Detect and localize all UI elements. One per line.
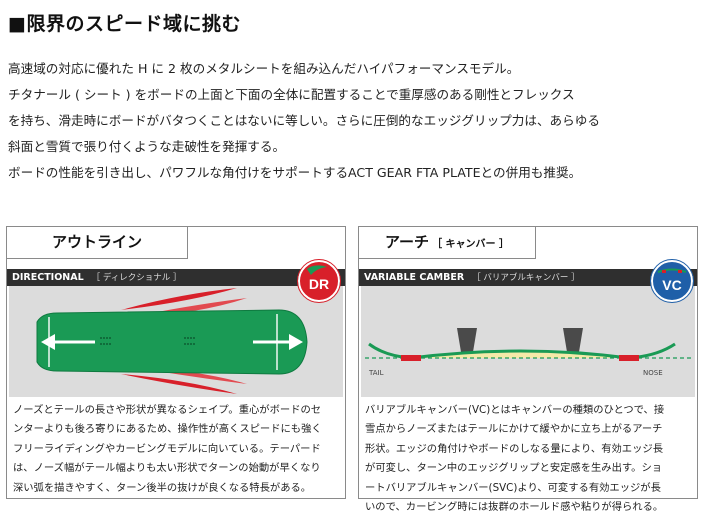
arch-tab: アーチ［ キャンバー ］ <box>358 226 536 259</box>
desc-line: 深い弧を描きやすく、ターン後半の抜けが良くなる特長がある。 <box>13 481 312 494</box>
badge-label: DR <box>309 276 329 292</box>
camber-profile-svg: TAIL NOSE <box>365 328 691 377</box>
outline-type-jp: ［ ディレクショナル ］ <box>91 273 182 283</box>
intro-line: を持ち、滑走時にボードがバタつくことはないに等しい。さらに圧倒的なエッジグリップ… <box>8 113 600 128</box>
board-icon <box>36 309 308 375</box>
tail-label: TAIL <box>368 369 384 377</box>
outline-tab: アウトライン <box>6 226 188 259</box>
arch-description: バリアブルキャンバー(VC)とはキャンバーの種類のひとつで、接 雪点からノーズま… <box>365 401 691 517</box>
intro-line: チタナール ( シート ) をボードの上面と下面の全体に配置することで重厚感のあ… <box>8 87 575 102</box>
arrow-left-icon <box>41 334 55 350</box>
outline-panel: アウトライン DIRECTIONAL ［ ディレクショナル ］ <box>6 226 346 499</box>
arrow-right-icon <box>289 334 303 350</box>
binding-right-icon <box>563 328 583 352</box>
arch-title: アーチ <box>384 233 430 251</box>
desc-line: いので、カービング時には抜群のホールド感や粘りが得られる。 <box>365 501 664 514</box>
intro-line: ボードの性能を引き出し、パワフルな角付けをサポートするACT GEAR FTA … <box>8 165 582 180</box>
outline-description: ノーズとテールの長さや形状が異なるシェイプ。重心がボードのセ ンターよりも後ろ寄… <box>13 401 339 498</box>
outline-illustration <box>9 286 343 397</box>
intro-line: 高速域の対応に優れた H に 2 枚のメタルシートを組み込んだハイパフォーマンス… <box>8 61 520 76</box>
arch-title-sub: ［ キャンバー ］ <box>432 239 510 250</box>
intro-text: 高速域の対応に優れた H に 2 枚のメタルシートを組み込んだハイパフォーマンス… <box>8 56 708 186</box>
desc-line: バリアブルキャンバー(VC)とはキャンバーの種類のひとつで、接 <box>365 404 665 416</box>
desc-line: が可変し、ターン中のエッジグリップと安定感を生み出す。ショ <box>365 462 663 475</box>
arch-type-jp: ［ バリアブルキャンバー ］ <box>472 273 580 283</box>
desc-line: フリーライディングやカービングモデルに向いている。テーパード <box>13 442 321 455</box>
arch-panel: アーチ［ キャンバー ］ VARIABLE CAMBER ［ バリアブルキャンバー… <box>358 226 698 513</box>
camber-board-icon <box>368 342 676 360</box>
arch-illustration: TAIL NOSE <box>361 286 695 397</box>
desc-line: 雪点からノーズまたはテールにかけて緩やかに立ち上がるアーチ <box>365 423 663 436</box>
swoosh-top-icon <box>121 288 237 310</box>
contact-point-tail-icon <box>401 355 421 361</box>
desc-line: ートバリアブルキャンバー(SVC)より、可変する有効エッジが長 <box>365 481 661 494</box>
desc-line: ンターよりも後ろ寄りにあるため、操作性が高くスピードにも強く <box>13 423 322 436</box>
binding-left-icon <box>457 328 477 352</box>
badge-label: VC <box>662 277 681 293</box>
outline-type-strip: DIRECTIONAL ［ ディレクショナル ］ <box>7 269 345 286</box>
desc-line: 形状。エッジの角付けやボードのしなる量により、有効エッジ長 <box>365 442 663 455</box>
binding-inserts-icon <box>100 337 195 345</box>
desc-line: は、ノーズ幅がテール幅よりも太い形状でターンの始動が早くなり <box>13 462 321 475</box>
intro-line: 斜面と雪質で張り付くような走破性を発揮する。 <box>8 139 286 154</box>
variable-camber-badge-icon: VC <box>650 259 694 303</box>
arch-type-en: VARIABLE CAMBER <box>364 272 465 283</box>
outline-board-svg <box>36 288 308 394</box>
outline-type-en: DIRECTIONAL <box>12 272 84 283</box>
directional-badge-icon: DR <box>297 259 341 303</box>
page-headline: ■限界のスピード域に挑む <box>8 13 241 35</box>
swoosh-bottom-icon <box>121 374 237 394</box>
contact-point-nose-icon <box>619 355 639 361</box>
arch-type-strip: VARIABLE CAMBER ［ バリアブルキャンバー ］ <box>359 269 697 286</box>
outline-title: アウトライン <box>51 233 142 251</box>
desc-line: ノーズとテールの長さや形状が異なるシェイプ。重心がボードのセ <box>13 404 322 416</box>
nose-label: NOSE <box>643 369 663 377</box>
